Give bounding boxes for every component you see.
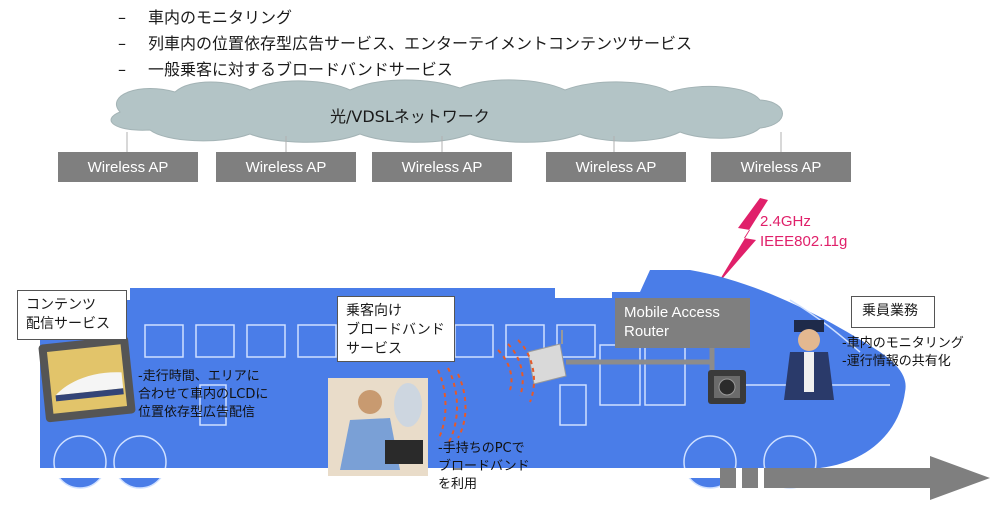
crew-description: -車内のモニタリング -運行情報の共有化 — [842, 335, 964, 371]
wireless-ap-box: Wireless AP — [372, 152, 512, 182]
frequency-label: 2.4GHz IEEE802.11g — [760, 212, 847, 252]
mobile-access-router-box: Mobile Access Router — [615, 298, 750, 348]
crew-member-icon — [784, 320, 834, 400]
bullet-text: 車内のモニタリング — [148, 8, 293, 27]
pc-line2: ブロードバンド — [438, 459, 530, 474]
wireless-ap-box: Wireless AP — [216, 152, 356, 182]
network-cloud — [110, 79, 783, 143]
crew-duty-box: 乗員業務 — [851, 296, 935, 328]
wireless-ap-box: Wireless AP — [58, 152, 198, 182]
passenger-laptop-image — [328, 378, 428, 476]
content-service-box: コンテンツ 配信サービス — [17, 290, 127, 340]
motion-arrow — [720, 456, 990, 500]
ad-line3: 位置依存型広告配信 — [138, 405, 256, 420]
wireless-router-icon — [527, 330, 715, 385]
router-device-icon — [708, 370, 746, 404]
bullet-item: – 一般乗客に対するブロードバンドサービス — [118, 56, 453, 80]
ad-description: -走行時間、エリアに 合わせて車内のLCDに 位置依存型広告配信 — [138, 368, 268, 422]
broadband-line3: サービス — [346, 341, 402, 357]
broadband-line2: ブロードバンド — [346, 322, 445, 338]
content-service-line2: 配信サービス — [26, 316, 110, 332]
bullet-item: – 車内のモニタリング — [118, 4, 292, 28]
wireless-standard: IEEE802.11g — [760, 233, 848, 250]
frequency-value: 2.4GHz — [760, 213, 811, 230]
pc-description: -手持ちのPCで ブロードバンド を利用 — [438, 440, 530, 494]
pc-line1: -手持ちのPCで — [438, 441, 525, 456]
bullet-text: 列車内の位置依存型広告サービス、エンターテイメントコンテンツサービス — [148, 34, 693, 53]
ad-line2: 合わせて車内のLCDに — [138, 387, 269, 402]
content-service-line1: コンテンツ — [26, 297, 96, 313]
bullet-text: 一般乗客に対するブロードバンドサービス — [148, 60, 453, 79]
bullet-dash: – — [118, 60, 126, 79]
lcd-monitor-icon — [38, 335, 136, 423]
ap-connectors — [126, 132, 782, 152]
radio-wave-icon — [437, 339, 535, 445]
crew-line2: -運行情報の共有化 — [842, 354, 951, 369]
wireless-ap-box: Wireless AP — [711, 152, 851, 182]
pc-line3: を利用 — [438, 477, 478, 492]
broadband-line1: 乗客向け — [346, 303, 402, 319]
router-label-line1: Mobile Access — [624, 304, 720, 321]
ad-line1: -走行時間、エリアに — [138, 369, 260, 384]
wireless-ap-box: Wireless AP — [546, 152, 686, 182]
bullet-dash: – — [118, 8, 126, 27]
crew-line1: -車内のモニタリング — [842, 336, 964, 351]
bullet-dash: – — [118, 34, 126, 53]
bullet-item: – 列車内の位置依存型広告サービス、エンターテイメントコンテンツサービス — [118, 30, 692, 54]
broadband-service-box: 乗客向け ブロードバンド サービス — [337, 296, 455, 362]
lightning-icon — [716, 198, 768, 286]
router-label-line2: Router — [624, 323, 670, 340]
network-label: 光/VDSLネットワーク — [330, 107, 490, 126]
